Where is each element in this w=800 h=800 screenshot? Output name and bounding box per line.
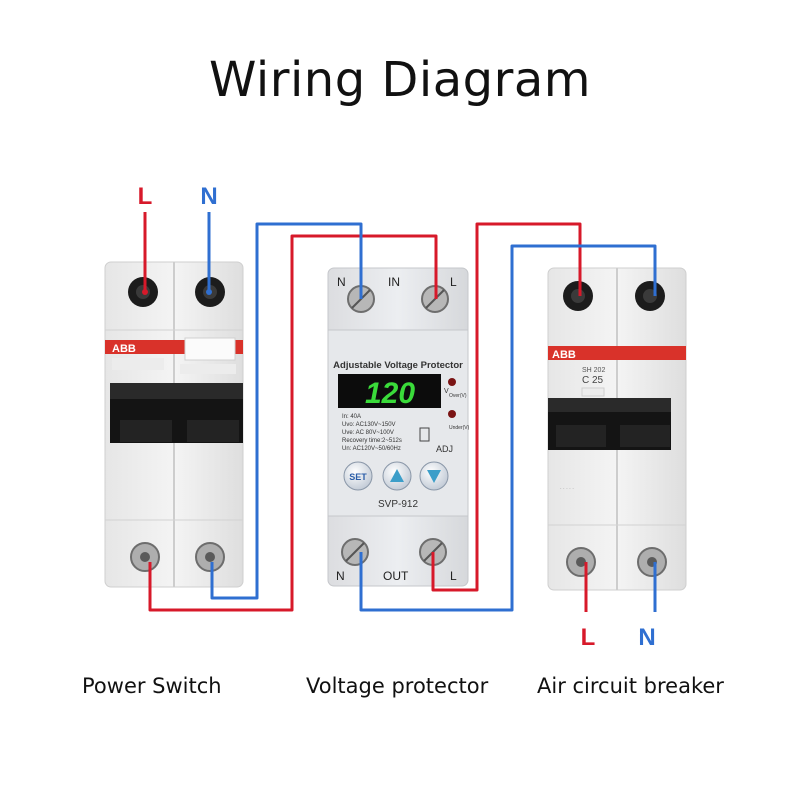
vp-set-button-label: SET [349,472,367,482]
vp-display-value: 120 [365,377,415,410]
acb-rating: C 25 [582,375,604,386]
vp-spec-block: In: 40A Uvo: AC130V~150V Uve: AC 80V~100… [342,414,402,452]
vp-bottom-terminal-out: OUT [383,569,409,583]
vp-spec-line: Uve: AC 80V~100V [342,430,394,436]
vp-spec-line: In: 40A [342,414,361,420]
vp-bottom-terminal-l: L [450,569,457,583]
vp-top-terminal-n: N [337,275,346,289]
vp-spec-line: Un: AC120V~50/60Hz [342,446,401,452]
vp-display [338,374,441,408]
vp-adj-label: ADJ [436,444,453,454]
acb-red-band [548,346,686,360]
vp-under-led [448,410,456,418]
air-circuit-breaker-caption: Air circuit breaker [537,674,724,698]
up-arrow-icon [390,469,404,482]
down-arrow-icon [427,470,441,483]
air-circuit-breaker: ABB SH 202 C 25 · · · · · [547,267,687,591]
vp-top-terminal-in: IN [388,275,400,289]
wire-switch-live-to-vp [148,234,438,612]
vp-over-label: Over(V) [449,393,467,399]
acb-brand: ABB [552,349,576,361]
vp-relay-symbol [419,427,430,442]
vp-header: Adjustable Voltage Protector [333,360,463,371]
wire-vp-live-to-breaker [431,222,582,592]
power-switch: ABB [104,261,244,588]
wire-switch-neutral-to-vp [210,222,363,600]
vp-model: SVP-912 [378,499,418,510]
vp-top-terminal-l: L [450,275,457,289]
input-live-label: L [138,183,153,210]
vp-over-led [448,378,456,386]
power-switch-brand: ABB [112,343,136,355]
vp-display-unit: V [444,388,449,395]
power-switch-caption: Power Switch [82,674,222,698]
vp-bottom-terminal-n: N [336,569,345,583]
input-neutral-label: N [200,183,217,210]
vp-under-label: Under(V) [449,425,470,431]
vp-set-button[interactable] [343,461,373,491]
diagram-title: Wiring Diagram [208,52,592,108]
wires [143,212,657,612]
vp-spec-line: Recovery time:2~512s [342,438,402,444]
vp-spec-line: Uvo: AC130V~150V [342,422,396,428]
output-live-label: L [581,624,596,651]
acb-small-print: · · · · · [560,486,574,492]
output-neutral-label: N [638,624,655,651]
wire-vp-neutral-to-breaker [359,244,657,612]
voltage-protector-caption: Voltage protector [306,674,489,698]
acb-model-line: SH 202 [582,367,605,374]
voltage-protector: N IN L Adjustable Voltage Protector 120 … [327,267,470,587]
